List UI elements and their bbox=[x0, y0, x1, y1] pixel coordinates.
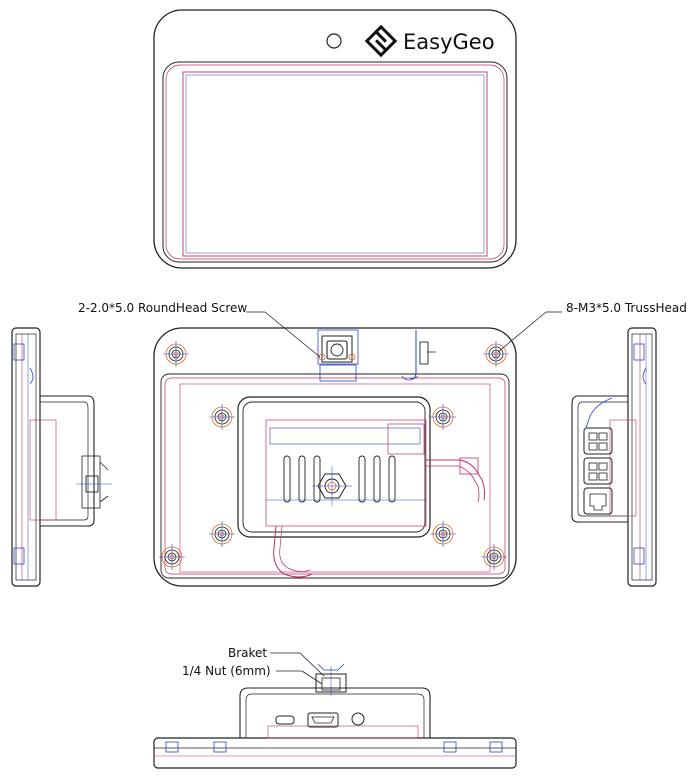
mount-hole-inner-br bbox=[429, 520, 457, 548]
label-braket: Braket bbox=[228, 646, 267, 660]
left-side-view bbox=[11, 327, 112, 587]
camera-module bbox=[317, 329, 359, 382]
center-housing bbox=[237, 396, 431, 538]
label-nut: 1/4 Nut (6mm) bbox=[182, 664, 271, 678]
mount-hole-top-right bbox=[482, 340, 510, 368]
mount-hole-inner-tl bbox=[208, 403, 236, 431]
audio-jack-icon bbox=[351, 712, 365, 726]
mount-hole-bottom-right bbox=[480, 543, 508, 571]
easygeo-logo-icon bbox=[364, 24, 398, 58]
usb-port-icon bbox=[583, 427, 613, 455]
front-bezel bbox=[162, 61, 508, 263]
display-area bbox=[182, 71, 488, 257]
back-enclosure bbox=[153, 327, 517, 587]
camera-icon bbox=[326, 33, 342, 49]
bottom-view: Braket 1/4 Nut (6mm) bbox=[153, 646, 517, 769]
back-view: 2-2.0*5.0 RoundHead Screw 8-M3*5.0 Truss… bbox=[78, 301, 687, 587]
mount-hole-inner-tr bbox=[429, 403, 457, 431]
right-side-view bbox=[571, 327, 657, 587]
mount-hole-top-left bbox=[162, 340, 190, 368]
mount-hole-bottom-left bbox=[158, 543, 186, 571]
usb-port-icon bbox=[583, 457, 613, 485]
front-view: EasyGeo bbox=[153, 9, 517, 269]
mount-hole-inner-bl bbox=[208, 520, 236, 548]
hex-nut-icon bbox=[312, 466, 352, 506]
ethernet-port-icon bbox=[583, 487, 613, 515]
micro-usb-port-icon bbox=[275, 715, 295, 725]
label-roundhead-screw: 2-2.0*5.0 RoundHead Screw bbox=[78, 301, 247, 315]
bracket-nut bbox=[315, 663, 347, 696]
brand-name: EasyGeo bbox=[403, 30, 495, 54]
wall-clip bbox=[401, 330, 436, 381]
bottom-enclosure bbox=[153, 737, 517, 769]
front-enclosure bbox=[153, 9, 517, 269]
hdmi-port-icon bbox=[307, 712, 339, 728]
vent-slots bbox=[283, 455, 396, 503]
label-trusshead-screw: 8-M3*5.0 TrussHead bbox=[566, 301, 687, 315]
